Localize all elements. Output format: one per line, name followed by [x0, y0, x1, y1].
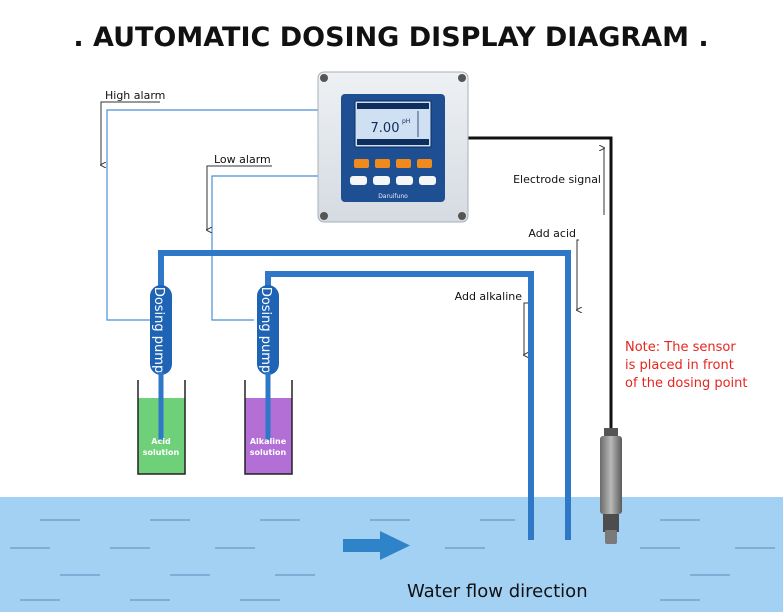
controller-unit: 7.00 pH Daruifuno	[317, 71, 469, 223]
pump-right-label: Dosing pump	[258, 287, 273, 373]
water-flow-label: Water flow direction	[407, 581, 588, 602]
alkaline-label-1: Alkaline	[250, 437, 287, 446]
note-line-3: of the dosing point	[625, 376, 748, 391]
nav-down-button[interactable]	[396, 176, 413, 185]
acid-container: Acid solution	[137, 380, 186, 475]
acid-dosing-pipe	[158, 250, 571, 540]
note-line-2: is placed in front	[625, 358, 734, 373]
controller-button-2[interactable]	[375, 159, 390, 168]
controller-unit-label: pH	[402, 118, 410, 125]
nav-up-button[interactable]	[373, 176, 390, 185]
controller-button-4[interactable]	[417, 159, 432, 168]
dosing-pump-right: Dosing pump	[257, 285, 279, 375]
high-alarm-label: High alarm	[105, 89, 165, 102]
add-alkaline-label: Add alkaline	[455, 290, 523, 303]
alkaline-dosing-pipe	[265, 271, 534, 540]
low-alarm-wire	[211, 175, 318, 321]
pump-left-label: Dosing pump	[151, 287, 166, 373]
diagram-title: . AUTOMATIC DOSING DISPLAY DIAGRAM .	[73, 22, 708, 53]
electrode-cable	[468, 136, 613, 430]
controller-reading: 7.00	[371, 121, 400, 136]
controller-button-1[interactable]	[354, 159, 369, 168]
flow-arrow-icon	[343, 531, 410, 560]
alkaline-label-2: solution	[250, 448, 287, 457]
water-body	[0, 497, 783, 612]
acid-label-2: solution	[143, 448, 180, 457]
high-alarm-wire	[106, 109, 318, 321]
note-line-1: Note: The sensor	[625, 340, 736, 355]
electrode-signal-label: Electrode signal	[513, 173, 601, 186]
dosing-pump-left: Dosing pump	[150, 285, 172, 375]
controller-brand: Daruifuno	[378, 193, 408, 200]
add-acid-label: Add acid	[528, 227, 576, 240]
nav-left-button[interactable]	[350, 176, 367, 185]
controller-button-3[interactable]	[396, 159, 411, 168]
acid-label-1: Acid	[151, 437, 171, 446]
low-alarm-label: Low alarm	[214, 153, 271, 166]
nav-right-button[interactable]	[419, 176, 436, 185]
alkaline-container: Alkaline solution	[244, 380, 293, 475]
water-ripples	[10, 519, 775, 601]
ph-sensor-probe	[600, 428, 622, 544]
label-pointers	[101, 101, 604, 355]
